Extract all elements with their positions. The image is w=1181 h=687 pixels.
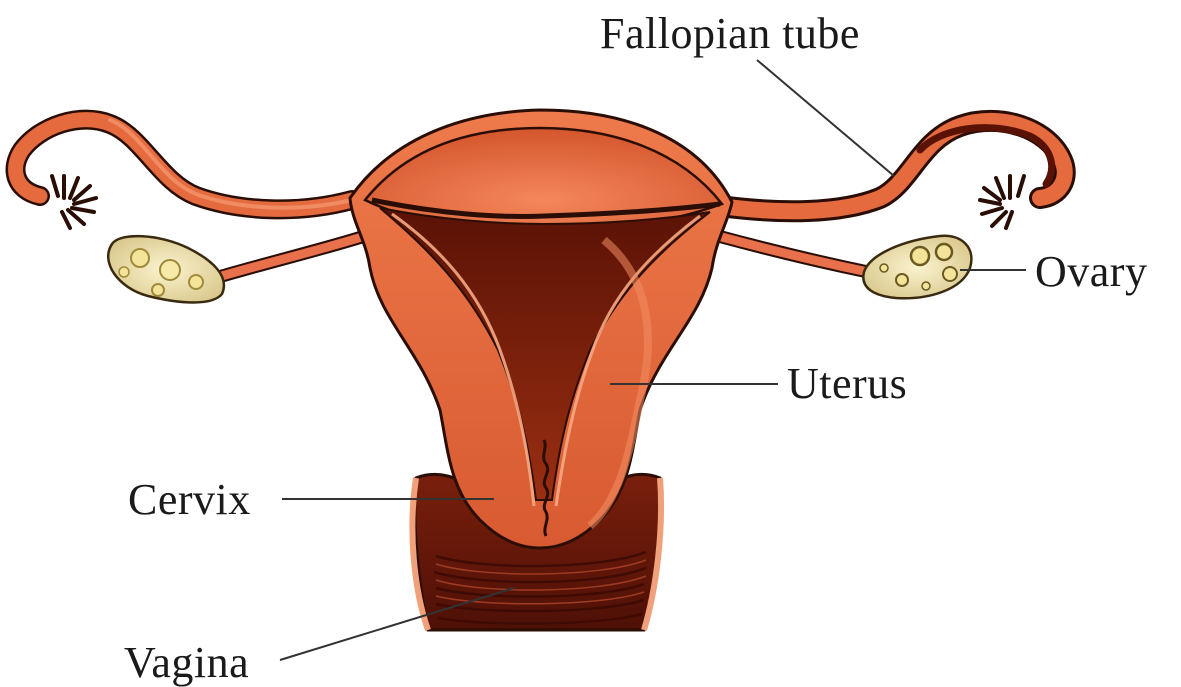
left-ovarian-ligament [222, 236, 365, 276]
fallopian-tube-label: Fallopian tube [600, 12, 860, 56]
vagina-label: Vagina [124, 641, 249, 685]
left-ovary [108, 236, 224, 302]
left-fallopian-tube [16, 120, 352, 210]
cervix-label: Cervix [128, 478, 251, 522]
right-fallopian-tube [720, 121, 1065, 211]
right-ovary [863, 236, 971, 298]
fallopian-tube-leader [757, 60, 894, 176]
uterus-body [350, 110, 732, 548]
right-ovarian-ligament [718, 236, 868, 272]
uterus-label: Uterus [787, 362, 907, 406]
ovary-label: Ovary [1035, 250, 1147, 294]
right-fimbriae [980, 176, 1024, 228]
left-fimbriae [52, 176, 96, 228]
